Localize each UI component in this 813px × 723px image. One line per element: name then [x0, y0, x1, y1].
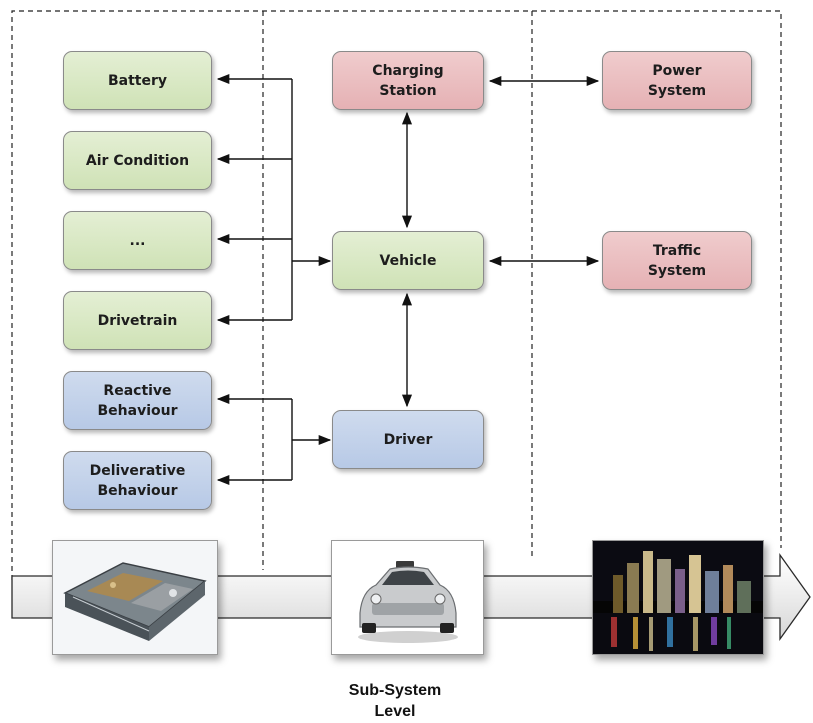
level-caption-line2: Level: [374, 703, 416, 720]
reactive-behaviour-label: Reactive Behaviour: [97, 382, 178, 419]
power-system-label: Power System: [647, 62, 707, 99]
level-caption-line1: Sub-System: [348, 682, 442, 699]
traffic-system-node: Traffic System: [602, 231, 752, 290]
city-skyline-image: [592, 540, 764, 655]
system-links: [401, 75, 600, 408]
drivetrain-label: Drivetrain: [97, 312, 178, 329]
driver-node: Driver: [332, 410, 484, 469]
battery-node: Battery: [63, 51, 212, 110]
ellipsis-label: ...: [129, 232, 146, 249]
behaviour-connectors: [216, 393, 332, 486]
vehicle-label: Vehicle: [379, 252, 437, 269]
power-system-node: Power System: [602, 51, 752, 110]
ellipsis-node: ...: [63, 211, 212, 270]
deliverative-behaviour-label: Deliverative Behaviour: [89, 462, 186, 499]
air-condition-node: Air Condition: [63, 131, 212, 190]
battery-label: Battery: [107, 72, 168, 89]
air-condition-label: Air Condition: [85, 152, 190, 169]
reactive-behaviour-node: Reactive Behaviour: [63, 371, 212, 430]
traffic-system-label: Traffic System: [647, 242, 707, 279]
battery-pack-image: [52, 540, 218, 655]
deliverative-behaviour-node: Deliverative Behaviour: [63, 451, 212, 510]
driver-label: Driver: [383, 431, 433, 448]
drivetrain-node: Drivetrain: [63, 291, 212, 350]
vehicle-node: Vehicle: [332, 231, 484, 290]
level-caption: Sub-System Level: [305, 680, 485, 722]
component-connectors: [216, 73, 332, 326]
taxi-car-image: [331, 540, 484, 655]
level-frame: [11, 10, 782, 580]
charging-station-label: Charging Station: [372, 62, 444, 99]
charging-station-node: Charging Station: [332, 51, 484, 110]
